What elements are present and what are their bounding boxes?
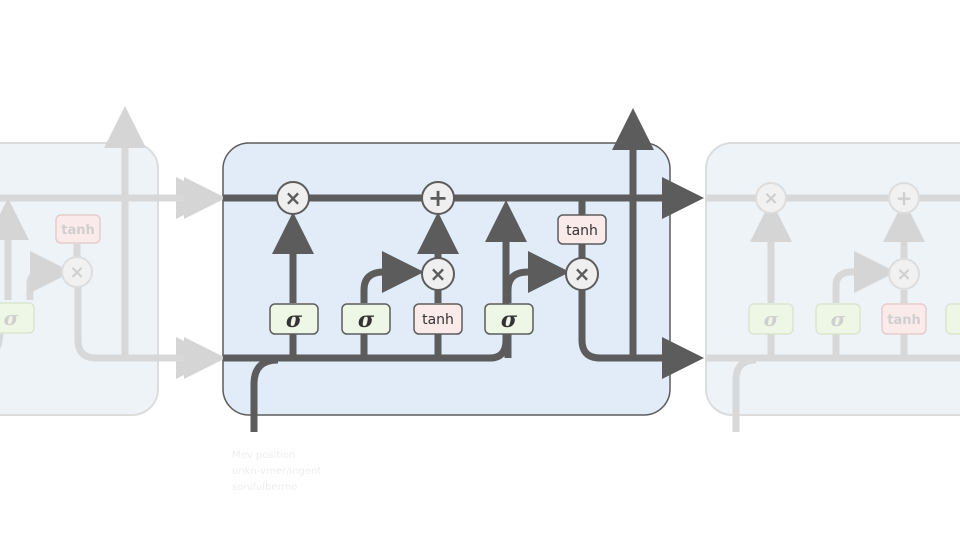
output-multiply-symbol: × — [574, 262, 591, 286]
next-forget-multiply-op — [755, 182, 787, 214]
hidden-output-line — [578, 290, 704, 379]
input-gate-sigma-label: σ — [358, 307, 375, 333]
current-lstm-cell: × + × × tanh σ σ tanh σ — [160, 108, 704, 432]
output-gate-sigma-label: σ — [501, 307, 518, 333]
previous-multiply-op — [61, 256, 93, 288]
output-tanh-label: tanh — [566, 223, 598, 239]
input-xt-line — [250, 356, 279, 432]
next-lstm-cell: × + × σ σ tanh — [705, 142, 960, 432]
input-gate-to-multiply — [360, 251, 424, 303]
forget-gate-sigma-label: σ — [286, 307, 303, 333]
next-forget-sigma-box — [748, 303, 794, 335]
forget-multiply-symbol: × — [285, 186, 302, 210]
next-input-sigma-label: σ — [831, 307, 846, 331]
next-tanh-box — [881, 303, 927, 335]
next-forget-multiply-symbol: × — [763, 188, 778, 209]
footnote-line-1: Mev position — [232, 450, 296, 461]
output-gate-sigma-box — [484, 303, 534, 335]
next-output-sigma-box — [945, 303, 960, 335]
next-cell-box — [705, 142, 960, 416]
previous-lstm-cell: tanh × σ — [0, 106, 218, 416]
candidate-tanh-label: tanh — [422, 312, 454, 328]
previous-tanh-label: tanh — [61, 223, 95, 238]
next-input-multiply-symbol: × — [896, 264, 911, 285]
previous-tanh-box — [55, 214, 101, 244]
footnote-line-2: unkn-vmer/ingent — [232, 466, 322, 477]
previous-multiply-symbol: × — [69, 262, 84, 283]
next-tanh-label: tanh — [887, 313, 921, 328]
next-add-op — [888, 182, 920, 214]
forget-multiply-op — [276, 181, 310, 215]
previous-sigma-label: σ — [4, 306, 19, 330]
input-multiply-symbol: × — [430, 262, 447, 286]
candidate-tanh-box — [413, 303, 463, 335]
next-input-curve — [732, 356, 757, 432]
output-gate-to-multiply — [504, 251, 570, 303]
previous-hidden-path — [74, 282, 218, 379]
output-multiply-op — [565, 257, 599, 291]
next-input-multiply-op — [888, 258, 920, 290]
previous-to-multiply — [26, 251, 72, 300]
forget-gate-sigma-box — [269, 303, 319, 335]
faint-footnote: Mev position unkn-vmer/ingent sonifulber… — [232, 448, 362, 496]
input-gate-sigma-box — [341, 303, 391, 335]
next-forget-sigma-label: σ — [764, 307, 779, 331]
previous-sigma-box — [0, 302, 35, 334]
output-tanh-box — [557, 214, 607, 245]
next-input-sigma-box — [815, 303, 861, 335]
cell-add-op — [421, 181, 455, 215]
next-add-symbol: + — [896, 186, 913, 210]
cell-add-symbol: + — [428, 184, 448, 212]
next-sigma-to-multiply — [832, 251, 896, 303]
footnote-line-3: sonifulbermo — [232, 482, 298, 493]
input-multiply-op — [421, 257, 455, 291]
